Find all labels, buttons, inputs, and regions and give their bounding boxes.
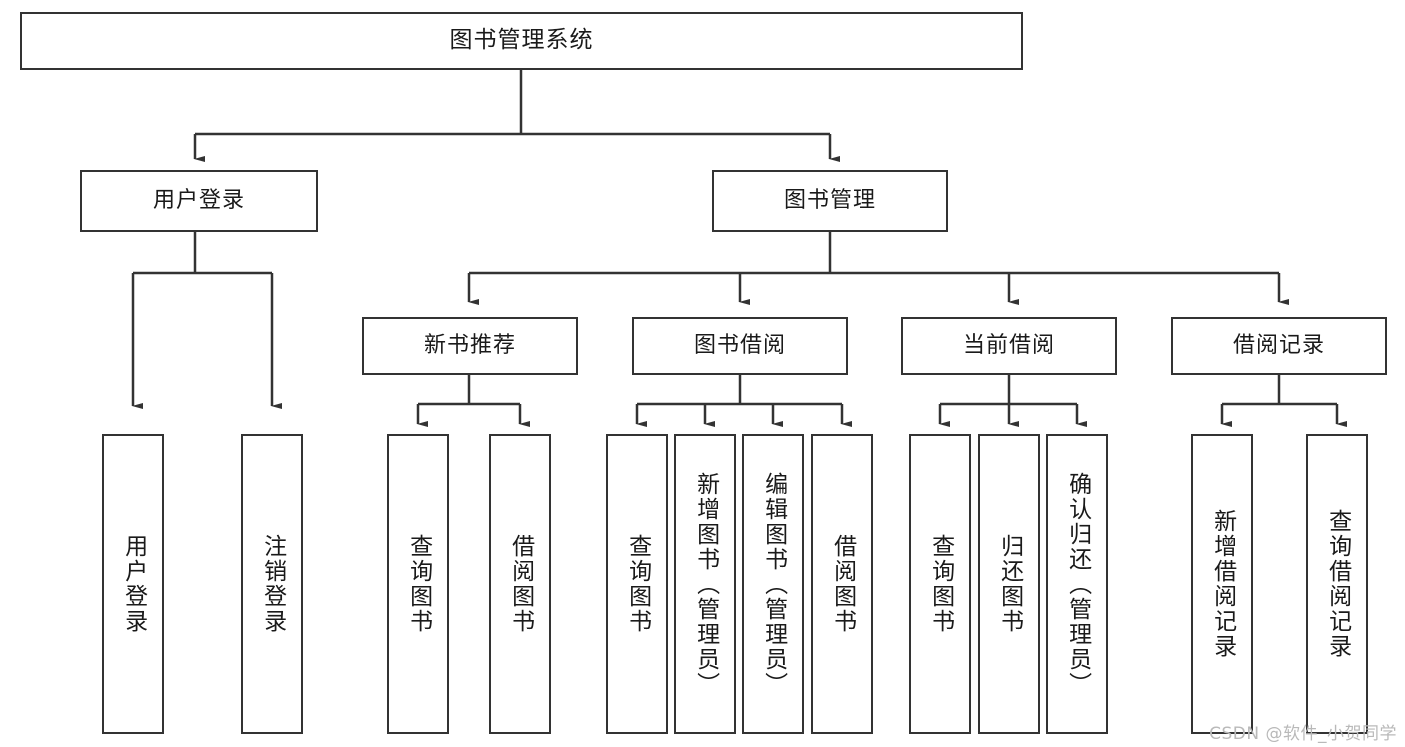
- leaf-borrow-add-book[interactable]: 新增图书（管理员）: [674, 434, 736, 734]
- leaf-current-query-book-label: 查询图书: [927, 534, 954, 634]
- leaf-user-login-logout[interactable]: 注销登录: [241, 434, 303, 734]
- leaf-current-return-book[interactable]: 归还图书: [978, 434, 1040, 734]
- node-current-borrow[interactable]: 当前借阅: [901, 317, 1117, 375]
- node-new-book-recommend-label: 新书推荐: [423, 332, 516, 358]
- leaf-user-login-login-label: 用户登录: [120, 534, 147, 634]
- node-root-label: 图书管理系统: [449, 27, 594, 54]
- node-root[interactable]: 图书管理系统: [20, 12, 1023, 70]
- leaf-user-login-logout-label: 注销登录: [259, 534, 286, 634]
- node-new-book-recommend[interactable]: 新书推荐: [362, 317, 578, 375]
- leaf-records-query-record[interactable]: 查询借阅记录: [1306, 434, 1368, 734]
- leaf-borrow-edit-book-label: 编辑图书（管理员）: [760, 471, 787, 697]
- leaf-borrow-borrow-book[interactable]: 借阅图书: [811, 434, 873, 734]
- leaf-new-book-query-label: 查询图书: [405, 534, 432, 634]
- leaf-borrow-borrow-book-label: 借阅图书: [829, 534, 856, 634]
- node-book-borrow-label: 图书借阅: [693, 332, 786, 358]
- node-user-login[interactable]: 用户登录: [80, 170, 318, 232]
- node-borrow-records-label: 借阅记录: [1232, 332, 1325, 358]
- leaf-borrow-query-book[interactable]: 查询图书: [606, 434, 668, 734]
- leaf-new-book-borrow[interactable]: 借阅图书: [489, 434, 551, 734]
- leaf-borrow-query-book-label: 查询图书: [624, 534, 651, 634]
- leaf-records-add-record-label: 新增借阅记录: [1209, 509, 1236, 659]
- leaf-current-confirm-return[interactable]: 确认归还（管理员）: [1046, 434, 1108, 734]
- leaf-new-book-borrow-label: 借阅图书: [507, 534, 534, 634]
- leaf-borrow-edit-book[interactable]: 编辑图书（管理员）: [742, 434, 804, 734]
- watermark: CSDN @软件_小贺同学: [1209, 724, 1397, 744]
- node-book-management[interactable]: 图书管理: [712, 170, 948, 232]
- node-borrow-records[interactable]: 借阅记录: [1171, 317, 1387, 375]
- leaf-borrow-add-book-label: 新增图书（管理员）: [692, 471, 719, 697]
- leaf-current-return-book-label: 归还图书: [996, 534, 1023, 634]
- node-user-login-label: 用户登录: [152, 187, 245, 213]
- leaf-current-query-book[interactable]: 查询图书: [909, 434, 971, 734]
- leaf-new-book-query[interactable]: 查询图书: [387, 434, 449, 734]
- node-book-borrow[interactable]: 图书借阅: [632, 317, 848, 375]
- leaf-records-query-record-label: 查询借阅记录: [1324, 509, 1351, 659]
- leaf-user-login-login[interactable]: 用户登录: [102, 434, 164, 734]
- node-book-management-label: 图书管理: [783, 187, 876, 213]
- node-current-borrow-label: 当前借阅: [962, 332, 1055, 358]
- leaf-records-add-record[interactable]: 新增借阅记录: [1191, 434, 1253, 734]
- leaf-current-confirm-return-label: 确认归还（管理员）: [1064, 471, 1091, 697]
